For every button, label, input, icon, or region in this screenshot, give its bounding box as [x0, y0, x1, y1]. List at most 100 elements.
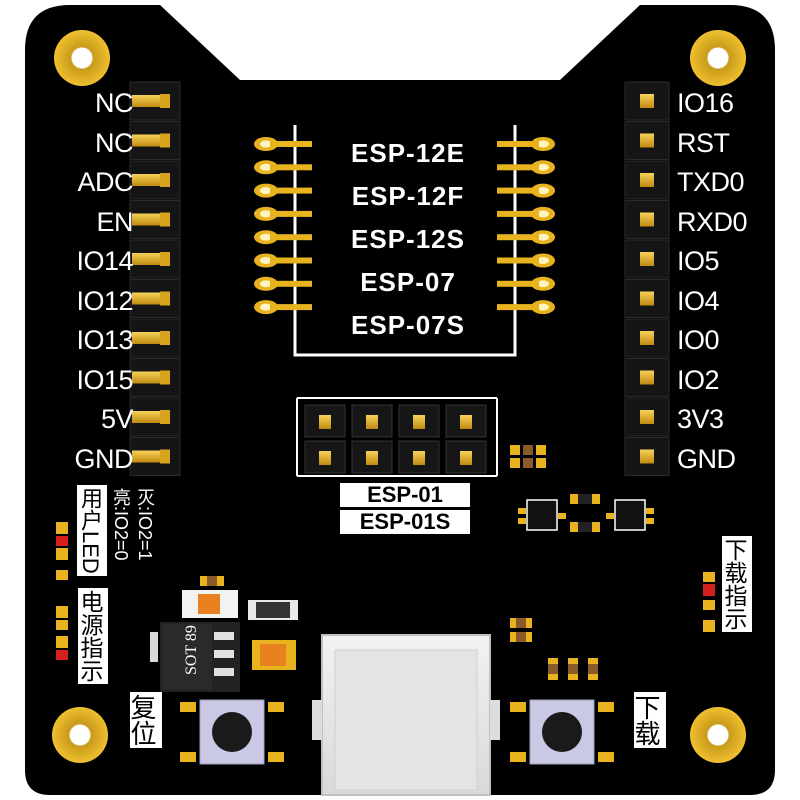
- right-pin-label: IO16: [677, 88, 734, 118]
- left-header-pin-tip: [160, 252, 170, 266]
- module-label: ESP-12S: [351, 224, 465, 254]
- left-header-pin: [132, 134, 162, 147]
- left-pin-label: NC: [95, 127, 134, 158]
- module-pin-hole-left: [260, 210, 272, 218]
- module-label: ESP-07: [360, 267, 456, 297]
- left-header-pin-tip: [160, 173, 170, 187]
- module-label: ESP-12E: [351, 138, 465, 168]
- module-pin-lead-left: [270, 304, 312, 311]
- right-header-pin: [640, 212, 654, 227]
- module-label: ESP-07S: [351, 310, 465, 340]
- power-led-component: [56, 606, 68, 660]
- module-pin-hole-left: [260, 163, 272, 171]
- module-pin-hole-left: [260, 257, 272, 264]
- led-state-on-text: 亮:IO2=0: [111, 488, 131, 561]
- regulator-sot89: [150, 622, 240, 692]
- reset-button-label[interactable]: 复位: [127, 692, 162, 748]
- right-header-pin: [640, 252, 654, 266]
- right-header-pin: [640, 94, 654, 108]
- module-pins-left: [254, 137, 312, 315]
- right-pin-label: IO4: [677, 285, 720, 316]
- left-pin-label: GND: [74, 443, 134, 474]
- module-pin-hole-right: [537, 233, 549, 241]
- module-pin-hole-right: [537, 187, 549, 195]
- module-pin-hole-right: [537, 303, 549, 311]
- led-state-off-text: 灭:IO2=1: [135, 488, 155, 561]
- left-pin-header: [129, 81, 181, 476]
- right-pin-label: RST: [677, 127, 730, 158]
- right-pin-label: GND: [677, 443, 736, 474]
- download-led-component: [703, 572, 715, 632]
- right-header-pin: [640, 331, 654, 345]
- module-pin-lead-left: [270, 187, 312, 194]
- right-pin-label: IO5: [677, 246, 720, 276]
- module-pin-lead-right: [497, 234, 539, 241]
- reset-button-graphic: [180, 699, 284, 765]
- resistors-middle: [570, 494, 600, 532]
- left-header-pin: [132, 253, 162, 265]
- diode: [248, 600, 298, 620]
- right-header-pin: [640, 133, 654, 148]
- module-pin-hole-right: [537, 280, 549, 288]
- user-led-component: [56, 522, 68, 580]
- smd-small-parts-2: [510, 618, 598, 680]
- module-pin-lead-left: [270, 210, 312, 217]
- left-header-pin: [132, 450, 162, 463]
- capacitor-orange-2: [252, 640, 296, 670]
- esp01s-label: ESP-01S: [340, 510, 470, 534]
- module-pin-hole-left: [260, 233, 272, 241]
- esp01-header-pin: [366, 415, 378, 429]
- right-pin-label: IO2: [677, 364, 720, 395]
- left-header-pin: [132, 292, 162, 305]
- module-pin-lead-left: [270, 141, 312, 147]
- esp01-header: [304, 404, 487, 474]
- right-header-pin: [640, 449, 654, 464]
- right-pin-header: [624, 81, 670, 476]
- left-header-pin: [132, 371, 162, 384]
- user-led-label: 用户LED: [77, 485, 107, 576]
- right-header-pin: [640, 410, 654, 424]
- esp01-header-pin: [366, 451, 378, 465]
- esp01-label: ESP-01: [340, 483, 470, 507]
- power-indicator-label: 电源指示: [77, 588, 108, 684]
- module-pin-lead-right: [497, 280, 539, 287]
- left-header-pin: [132, 95, 162, 107]
- module-pin-lead-right: [497, 187, 539, 194]
- mounting-hole-bottom-right: [690, 707, 746, 763]
- left-header-pin-tip: [160, 370, 170, 385]
- module-pin-hole-left: [260, 140, 272, 148]
- download-button-label[interactable]: 下载: [631, 692, 666, 748]
- left-header-pin-tip: [160, 331, 170, 345]
- regulator-marking-text: SOT 89: [183, 625, 200, 675]
- download-indicator-label: 下载指示: [721, 536, 752, 632]
- left-pin-label: 5V: [100, 404, 134, 434]
- right-header-pin: [640, 173, 654, 187]
- module-pin-lead-right: [497, 210, 539, 217]
- module-label: ESP-12F: [351, 181, 465, 211]
- left-header-pin-tip: [160, 133, 170, 148]
- right-header-pin: [640, 291, 654, 306]
- module-pin-lead-left: [270, 280, 312, 287]
- esp01-header-pin: [319, 415, 331, 429]
- module-pin-lead-left: [270, 257, 312, 264]
- esp01-header-cell: [351, 404, 393, 438]
- module-pin-lead-right: [497, 304, 539, 311]
- module-pin-lead-left: [270, 234, 312, 241]
- right-header-pin: [640, 370, 654, 385]
- left-header-pin: [132, 213, 162, 226]
- left-pin-label: IO15: [76, 364, 133, 395]
- module-pin-hole-right: [537, 257, 549, 264]
- left-header-pin-tip: [160, 212, 170, 227]
- right-pin-label: 3V3: [677, 404, 724, 434]
- left-header-pin-tip: [160, 410, 170, 424]
- usb-c-connector: [312, 634, 500, 796]
- mounting-hole-top-left: [54, 30, 110, 86]
- mounting-hole-top-right: [690, 30, 746, 86]
- smd-capacitors-top: [510, 445, 546, 468]
- left-pin-label: ADC: [77, 167, 133, 197]
- left-pin-label: NC: [95, 88, 134, 118]
- right-pin-label: RXD0: [677, 206, 748, 237]
- left-header-pin-tip: [160, 94, 170, 108]
- esp01-header-pin: [460, 451, 472, 465]
